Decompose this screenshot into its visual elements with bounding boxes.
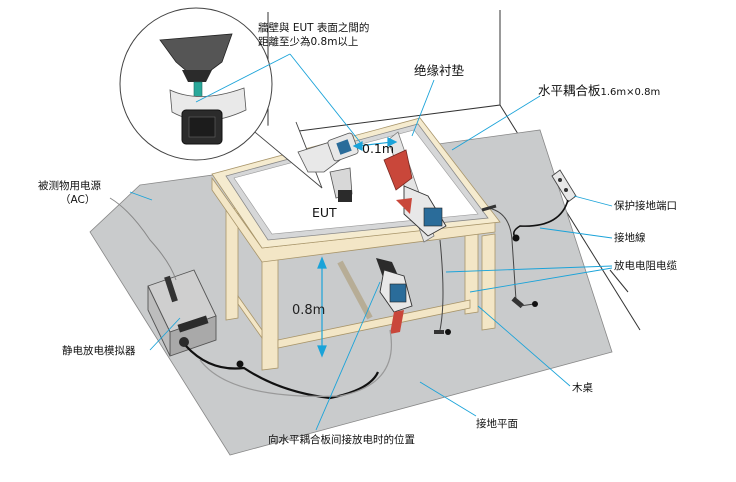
esd-gun-indirect-icon bbox=[376, 258, 413, 334]
insulating-pad-label: 绝缘衬垫 bbox=[414, 63, 465, 78]
esd-simulator-box-icon bbox=[147, 269, 217, 357]
coupling-plane-name: 水平耦合板 bbox=[538, 83, 601, 98]
indirect-discharge-label: 向水平耦合板间接放电时的位置 bbox=[268, 434, 415, 446]
power-source-label-line2: （AC） bbox=[60, 194, 96, 206]
magnifier-callout-icon bbox=[119, 7, 323, 189]
coupling-plane-label: 水平耦合板1.6m×0.8m bbox=[538, 84, 660, 99]
leader-lines bbox=[129, 53, 613, 431]
esd-gun-icon bbox=[383, 149, 447, 237]
dimension-lines bbox=[317, 137, 398, 358]
ground-terminal-icon bbox=[551, 169, 577, 203]
ground-plane-label: 接地平面 bbox=[476, 418, 518, 430]
wall-distance-label-line1: 牆壁與 EUT 表面之間的 bbox=[258, 22, 370, 34]
eut-label: EUT bbox=[312, 205, 337, 220]
distance-01m-label: 0.1m bbox=[362, 141, 395, 156]
height-08m-label: 0.8m bbox=[292, 303, 326, 318]
eut-on-table-icon bbox=[297, 132, 359, 202]
esd-simulator-label: 静电放电模拟器 bbox=[62, 345, 136, 357]
power-source-label-line1: 被测物用电源 bbox=[38, 180, 101, 192]
wooden-table-label: 木桌 bbox=[572, 382, 593, 394]
coupling-plane-size: 1.6m×0.8m bbox=[600, 87, 661, 98]
cables bbox=[109, 197, 569, 400]
ground-terminal-label: 保护接地端口 bbox=[614, 200, 677, 212]
ground-wire-label: 接地線 bbox=[614, 232, 646, 244]
discharge-cable-label: 放电电阻电缆 bbox=[614, 260, 677, 272]
wall-distance-label-line2: 距離至少為0.8m以上 bbox=[258, 36, 359, 48]
